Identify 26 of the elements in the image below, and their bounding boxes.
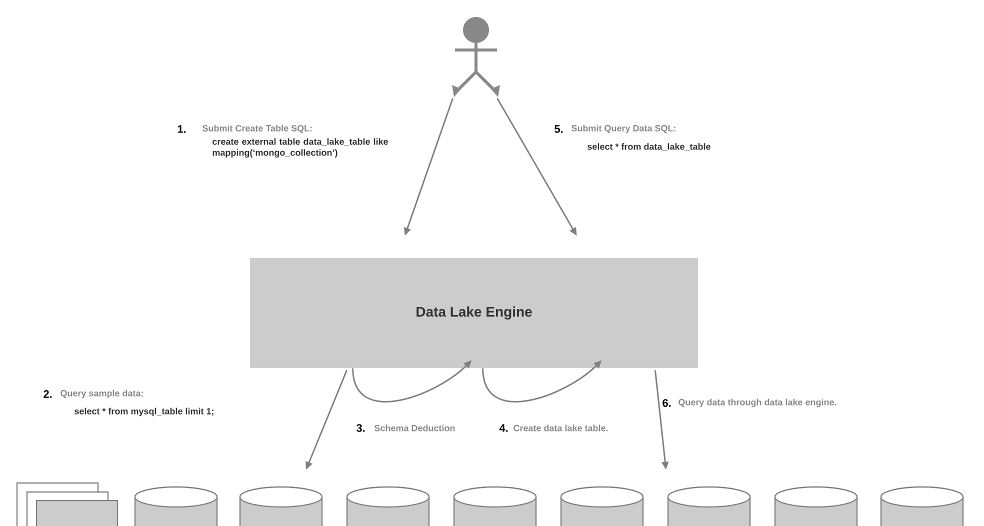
step-heading: Submit Create Table SQL: — [202, 124, 312, 134]
step-heading: Submit Query Data SQL: — [571, 124, 676, 134]
database-cylinder — [134, 486, 218, 526]
database-cylinder — [453, 486, 537, 526]
code-text: select * from mysql_table limit 1; — [74, 408, 214, 416]
step-number: 5. — [554, 125, 563, 133]
step-heading: Create data lake table. — [514, 424, 608, 432]
code-text: select * from data_lake_table — [588, 143, 710, 151]
step-heading: Query sample data: — [60, 390, 143, 398]
step-number: 3. — [356, 424, 365, 432]
database-cylinder — [880, 486, 964, 526]
database-cylinder — [774, 486, 858, 526]
step-number: 2. — [44, 390, 52, 398]
stick-figure-icon — [452, 17, 500, 97]
database-cylinder — [560, 486, 644, 526]
database-cylinder — [239, 486, 323, 526]
process-box: Data Lake Engine — [250, 258, 698, 368]
step-heading: Query data through data lake engine. — [678, 398, 836, 408]
step-heading: Schema Deduction — [374, 424, 455, 432]
code-text: create external table data_lake_table like mapping(‘mongo_collection’) — [212, 138, 388, 158]
step-number: 4. — [499, 424, 508, 432]
database-cylinder — [667, 486, 751, 526]
step-number: 1. — [178, 125, 186, 133]
database-cylinder — [346, 486, 430, 526]
step-number: 6. — [662, 399, 671, 407]
file-stack-icon — [16, 482, 118, 526]
